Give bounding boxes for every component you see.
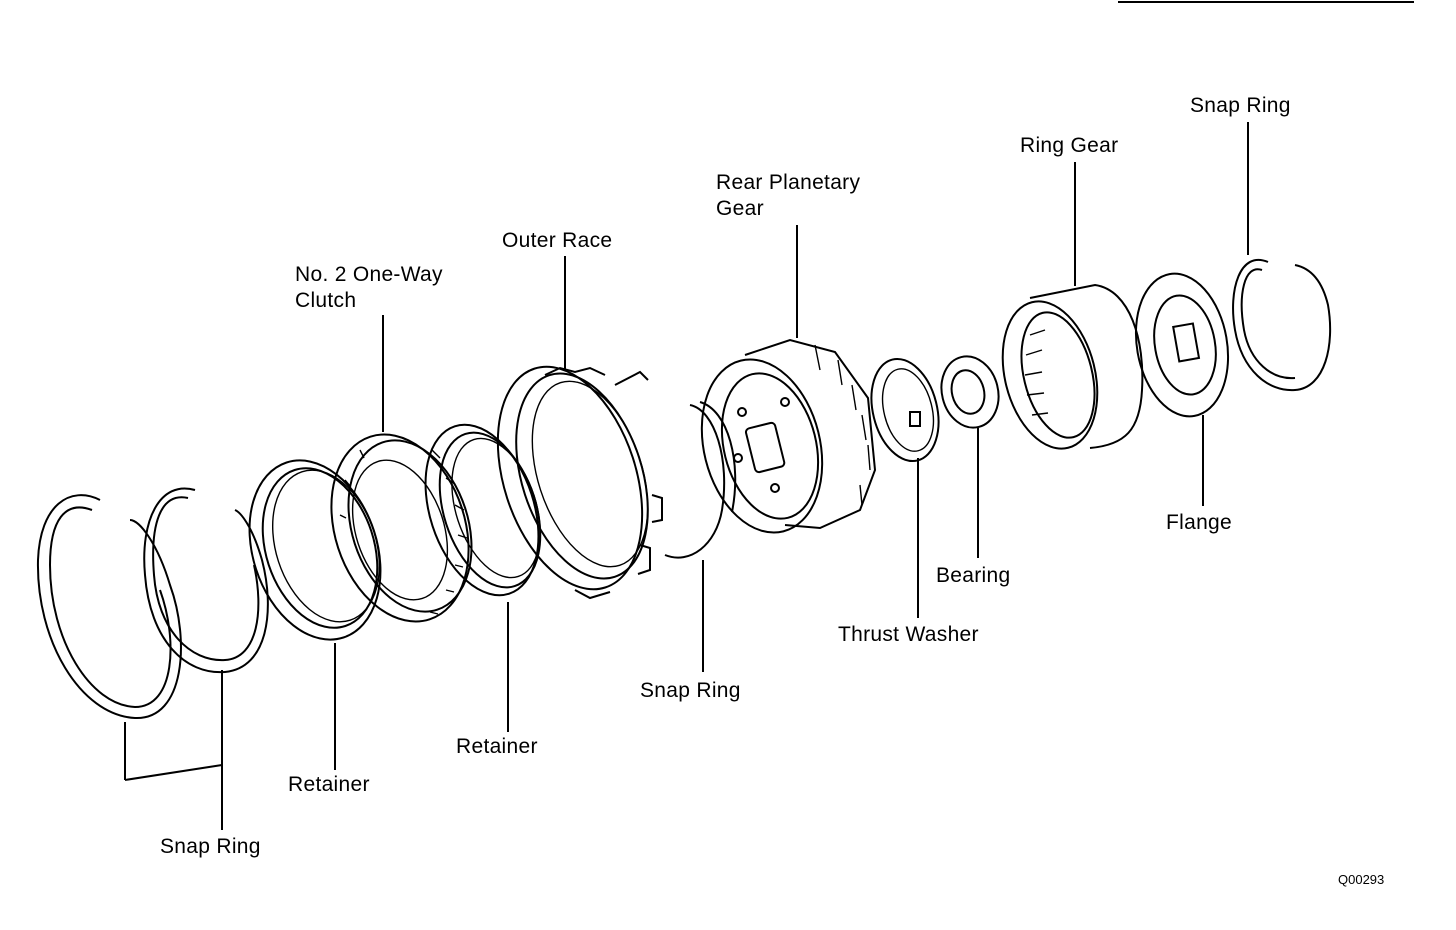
label-thrust-washer: Thrust Washer	[838, 623, 979, 646]
part-snap-ring-left-outer	[36, 494, 182, 720]
label-one-way-clutch-line1: No. 2 One-Way	[295, 263, 443, 286]
part-thrust-washer	[870, 357, 940, 463]
part-one-way-clutch	[330, 433, 473, 623]
part-bearing	[940, 355, 1000, 429]
label-ring-gear: Ring Gear	[1020, 134, 1119, 157]
part-retainer-middle	[424, 423, 542, 597]
part-outer-race	[496, 365, 663, 600]
label-retainer-middle: Retainer	[456, 735, 538, 758]
figure-code: Q00293	[1338, 872, 1385, 887]
part-snap-ring-right	[1232, 258, 1332, 392]
part-snap-ring-middle	[664, 401, 737, 559]
label-retainer-left: Retainer	[288, 773, 370, 796]
part-rear-planetary-gear	[700, 338, 877, 534]
label-outer-race: Outer Race	[502, 229, 613, 252]
label-rear-planetary-line1: Rear Planetary	[716, 171, 861, 194]
part-ring-gear	[1001, 283, 1144, 450]
part-snap-ring-left-inner	[143, 487, 269, 674]
label-rear-planetary-line2: Gear	[716, 197, 764, 220]
label-snap-ring-left: Snap Ring	[160, 835, 261, 858]
label-bearing: Bearing	[936, 564, 1011, 587]
part-flange	[1134, 272, 1230, 418]
label-flange: Flange	[1166, 511, 1233, 534]
label-snap-ring-middle: Snap Ring	[640, 679, 741, 702]
label-one-way-clutch-line2: Clutch	[295, 289, 357, 312]
leader-lines	[124, 122, 1249, 830]
label-snap-ring-right: Snap Ring	[1190, 94, 1291, 117]
part-retainer-left	[248, 459, 382, 641]
